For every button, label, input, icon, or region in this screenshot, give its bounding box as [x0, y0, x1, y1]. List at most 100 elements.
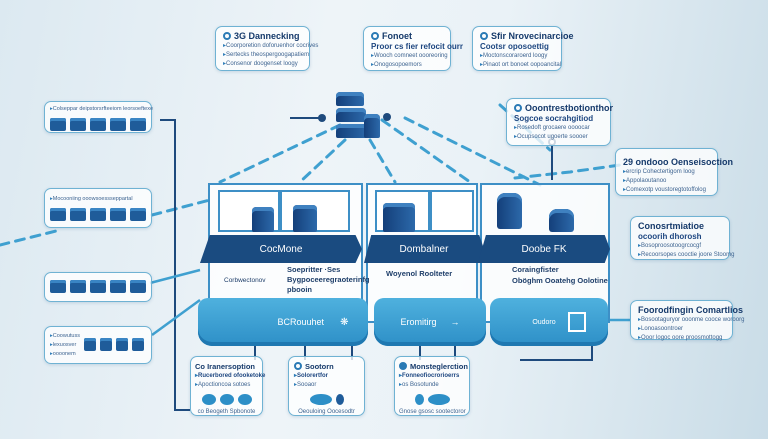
connector-line — [150, 198, 212, 217]
module-card-left-2: Mocooniing ooowsoessseppartal — [44, 188, 152, 228]
tier-text: pbooin — [287, 285, 312, 294]
card-item: Pinaot ort bonoet oopoancital — [480, 61, 561, 70]
refresh-icon — [294, 362, 302, 370]
server-icon — [383, 203, 415, 232]
module-card-left-1: Colseppar deipstorsrfteeiom leorsoeftexe — [44, 101, 153, 133]
module-row — [50, 280, 146, 293]
server-icon — [252, 207, 274, 232]
tier-platform-1: BCRouuhet ❋ — [198, 298, 368, 346]
card-item: Rosedoft grocaere oooocar — [514, 124, 603, 133]
card-title: Sootorn — [305, 362, 334, 371]
info-card-right-2: 29 ondooo Oenseisoction ercrip Cohectert… — [615, 148, 734, 196]
tier-text: Coraingfister — [512, 265, 559, 274]
info-card-right-1: Ooontrestbotionthor Sogcoe socrahgitiod … — [506, 98, 613, 146]
card-item: Appolaoutanoo — [623, 177, 710, 186]
tier-label: Doobe FK — [521, 243, 567, 255]
card-item: Onogosopoemors — [371, 61, 443, 70]
platform-label: BCRouuhet — [277, 317, 325, 327]
card-title: Colseppar deipstorsrfteeiom leorsoeftexe — [50, 105, 153, 114]
card-title: Mocooniing ooowsoessseppartal — [50, 195, 146, 204]
card-title: 3G Dannecking — [234, 31, 300, 41]
card-item: Lonoasoontroer — [638, 325, 725, 334]
card-item: Wooch comneet oooreoring — [371, 52, 448, 61]
connector-line — [151, 298, 201, 337]
card-subtitle: Rucerbored ofooketoke — [195, 372, 265, 381]
server-icon — [293, 205, 317, 232]
port-icon — [567, 312, 586, 332]
card-title: Coowutuss — [50, 332, 80, 341]
node-dot — [383, 113, 391, 121]
arrow-icon: → — [450, 317, 460, 327]
card-item: ercrip Cohectertigom loog — [623, 168, 710, 177]
info-card-right-4: Foorodfingin Comartlios Bosootaguryor oo… — [630, 300, 744, 343]
card-title: Fonoet — [382, 31, 412, 41]
card-footer: Gnose gsosc sootectoror — [399, 409, 466, 415]
circle-icon — [514, 104, 522, 112]
module-card-left-4: Coowutuss lexuosver oooonem — [44, 326, 152, 364]
card-item: Bosootaguryor ooonme cooce woroorg — [638, 316, 744, 325]
connector-line — [0, 228, 62, 247]
tier-text: Oböghm Ooatehg Oolotine — [512, 276, 608, 285]
card-item: Moctonscoraroerd loogy — [480, 52, 554, 61]
card-title: Co Iranersoption — [195, 362, 256, 371]
gear-icon: ❋ — [340, 316, 349, 328]
connector-line — [149, 268, 201, 285]
tier-banner-2: Dombalner — [364, 235, 484, 263]
card-subtitle: lexuosver — [50, 341, 80, 350]
tier-window — [430, 190, 474, 232]
card-item: Consenor doogenset loogy — [223, 60, 302, 69]
info-card-bottom-3: Monsteglerction Fonneofiocrorioerrs os B… — [394, 356, 470, 416]
platform-label: Eromitirg — [400, 317, 437, 327]
check-icon — [371, 32, 379, 40]
tier-text: Corbwectonov — [224, 277, 266, 284]
module-row — [50, 208, 146, 221]
connector-line — [403, 116, 542, 187]
tier-text: Bygpoceeregraoterinfg — [287, 275, 370, 284]
tier-text: Soepritter ·Ses — [287, 265, 341, 274]
tier-label: Dombalner — [399, 243, 449, 255]
cloud-icon — [195, 394, 258, 405]
info-card-bottom-2: Sootorn Solorertfor Sooaor Oeouloing Ooc… — [288, 356, 365, 416]
info-card-top-2: Fonoet Proor cs fier refocit ourr Wooch … — [363, 26, 464, 71]
card-title: Foorodfingin Comartlios — [638, 305, 743, 315]
card-item: Recoorsopes cooctie joore Stoomg — [638, 251, 734, 260]
card-title: 29 ondooo Oenseisoction — [623, 157, 734, 167]
node-dot — [318, 114, 326, 122]
info-card-top-1: 3G Dannecking Coorporetion doforuenhor c… — [215, 26, 318, 71]
tier-banner-1: CocMone — [200, 235, 362, 263]
connector-line — [380, 118, 472, 184]
card-title: Monsteglerction — [410, 362, 468, 371]
tier-text: Woyenol Roolteter — [386, 269, 453, 278]
module-row — [83, 338, 144, 359]
card-note: oooonem — [50, 350, 80, 359]
connector-line — [160, 119, 190, 411]
card-title: Ooontrestbotionthor — [525, 103, 613, 113]
badge-icon — [399, 362, 407, 370]
connector-line — [513, 163, 622, 180]
card-footer: co Beogeth Spbonote — [197, 409, 256, 415]
heart-icon — [480, 32, 488, 40]
card-subtitle: Solorertfor — [294, 372, 359, 381]
card-footer: Oeouloing Oocesodtr — [298, 409, 355, 415]
tier-platform-3: Oudoro — [490, 298, 608, 346]
key-icon — [399, 394, 465, 405]
card-item: Comexotp voustoregtotoffolog — [623, 186, 710, 195]
tier-label: CocMone — [259, 243, 303, 255]
info-card-right-3: Conosrtmiatioe ocoorih dhorosh Bosoproos… — [630, 216, 734, 260]
card-item: Coorporetion doforuenhor cocrives — [223, 42, 318, 51]
card-subtitle: Sogcoe socrahgitiod — [514, 114, 594, 123]
card-subtitle: Fonneofiocrorioerrs — [399, 372, 465, 381]
card-subtitle: Cootsr oposoettig — [480, 42, 549, 51]
card-item: Ooor logoc oore proosmottogg — [638, 334, 725, 343]
link-icon — [294, 394, 359, 405]
card-subtitle: Proor cs fier refocit ourr — [371, 42, 464, 51]
card-title: Conosrtmiatioe — [638, 221, 705, 231]
module-row — [50, 118, 146, 131]
cloud-icon — [223, 32, 231, 40]
info-card-top-3: Sfir Nrovecinarcioe Cootsr oposoettig Mo… — [472, 26, 574, 71]
info-card-bottom-1: Co Iranersoption Rucerbored ofooketoke A… — [190, 356, 265, 416]
card-item: Apoctioncoa sotoes — [195, 381, 258, 390]
module-card-left-3 — [44, 272, 152, 302]
card-item: Ocupsocot ugoerte soooer — [514, 133, 603, 142]
